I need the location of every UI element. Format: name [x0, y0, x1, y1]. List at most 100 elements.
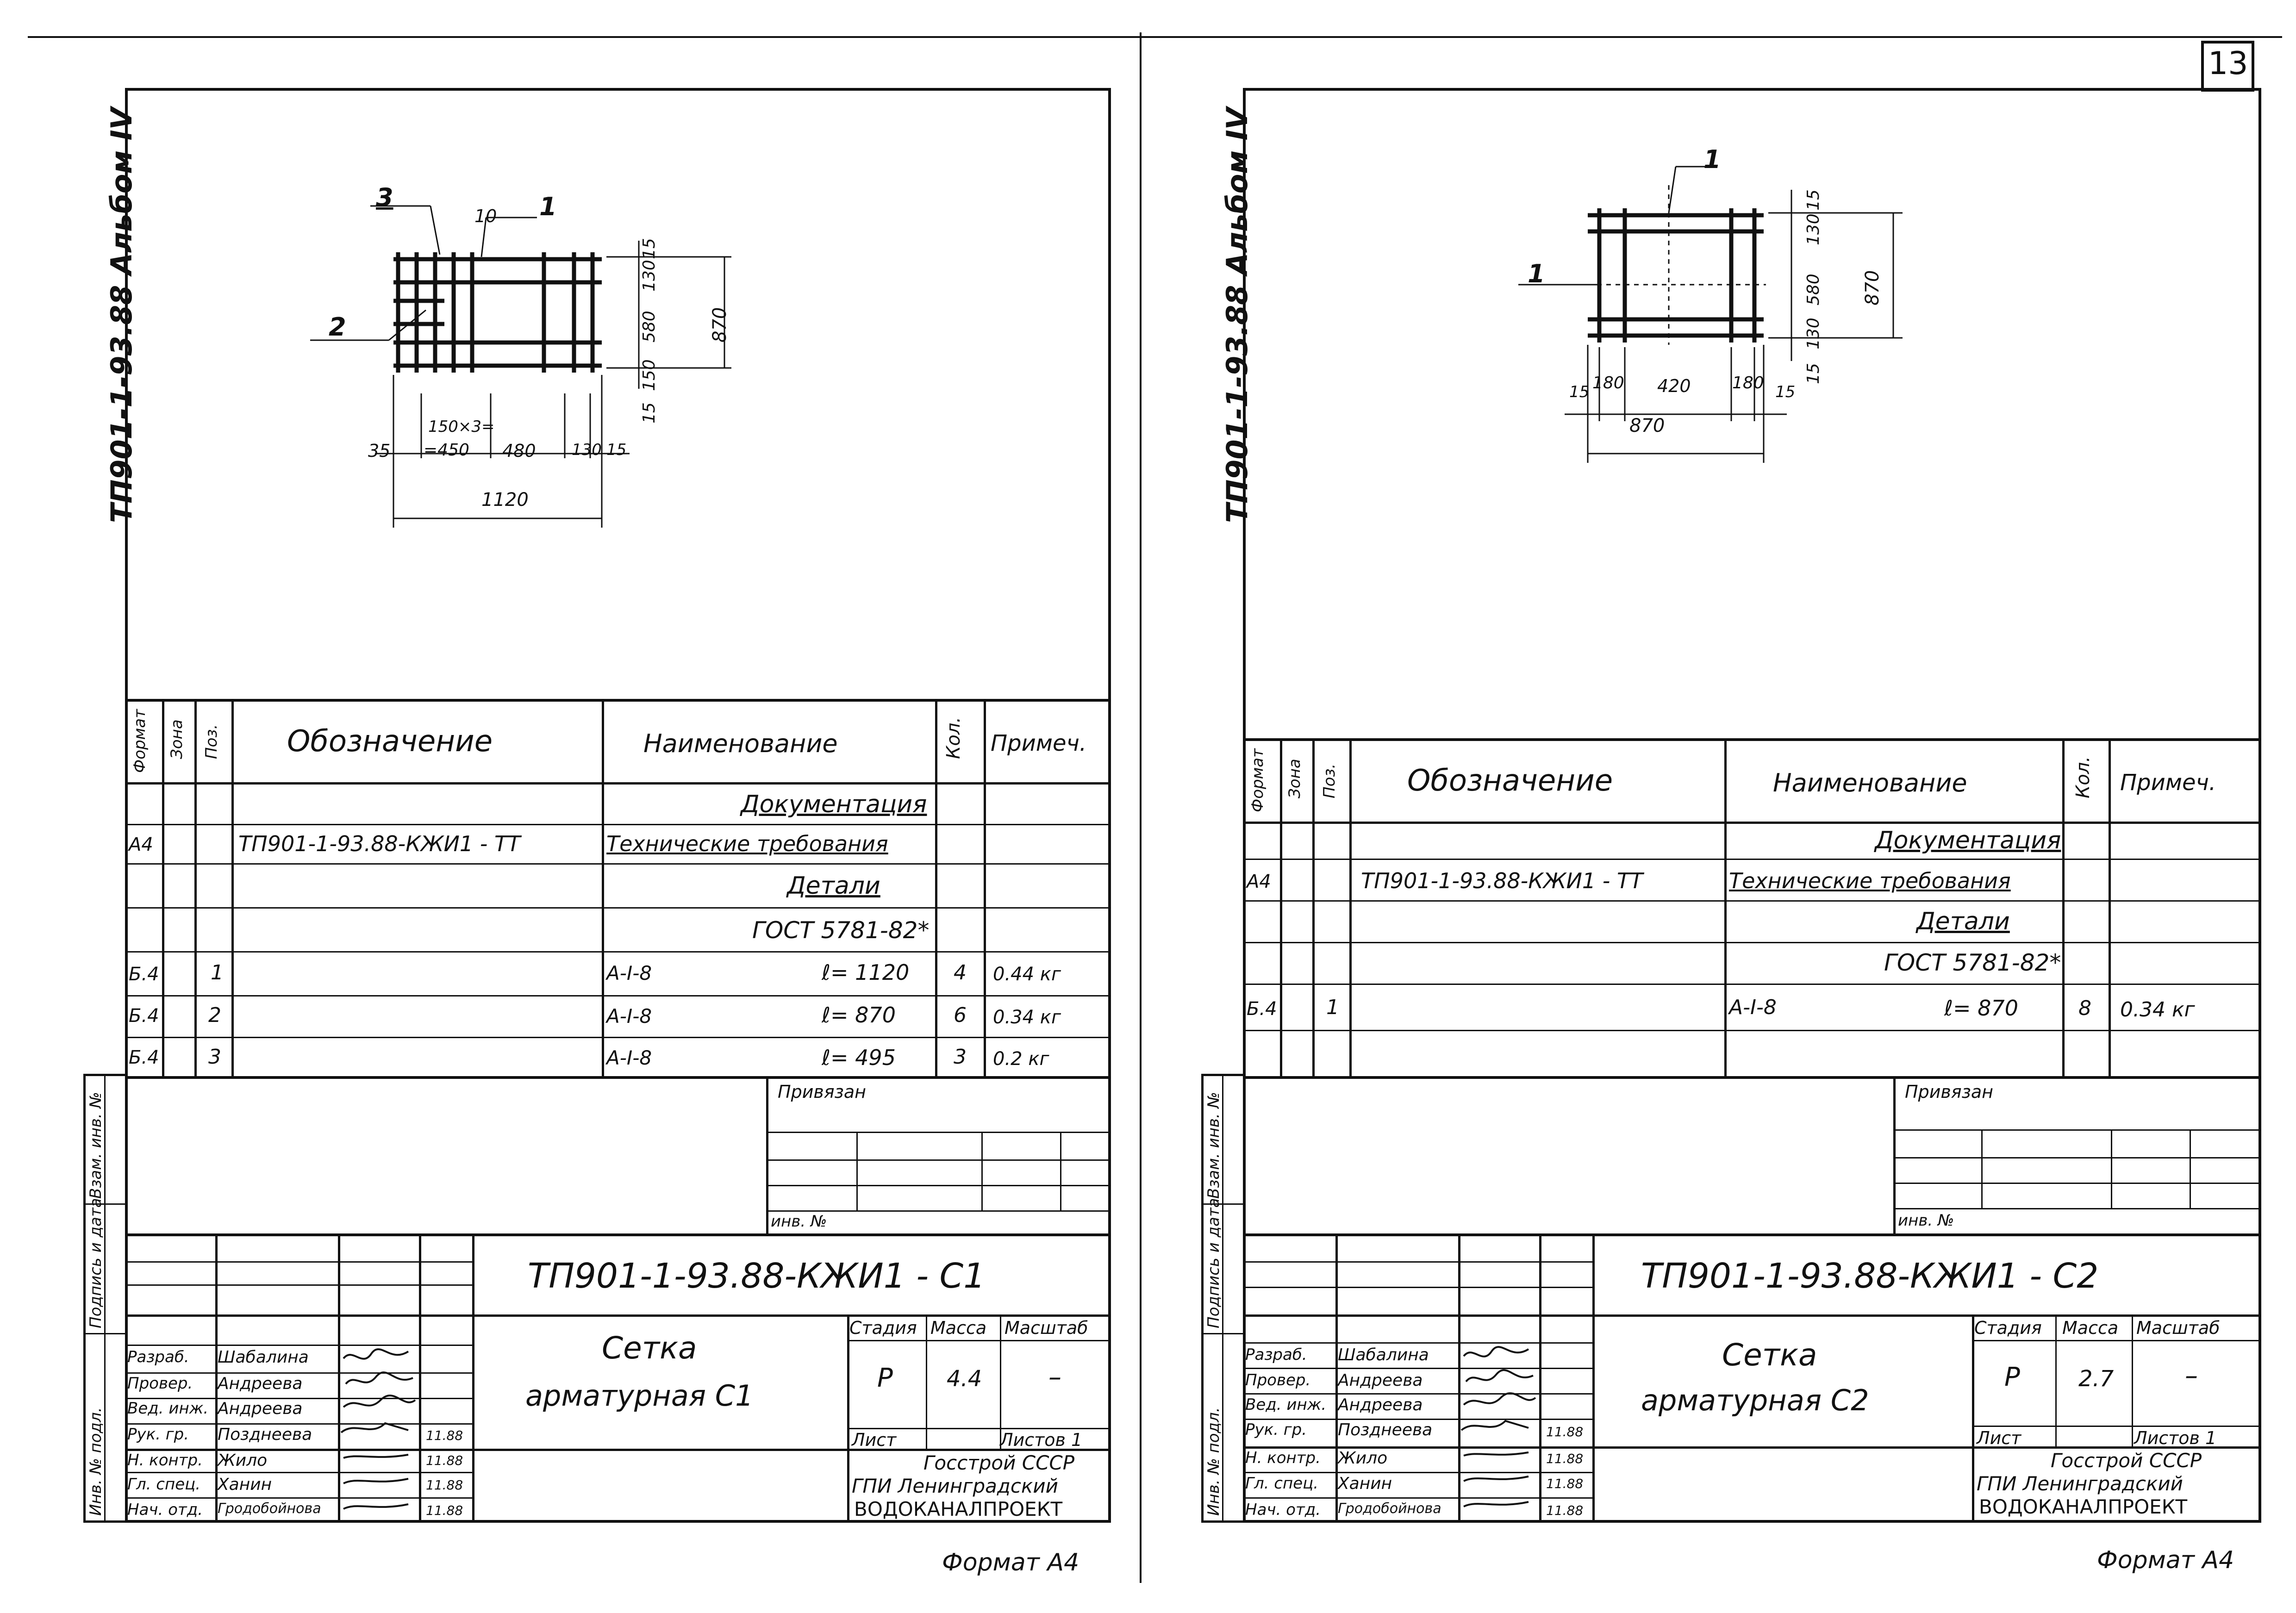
- titleblock-line: [1243, 1342, 1592, 1344]
- drawing-label: 35: [368, 441, 391, 461]
- drawing-code: ТП901-1-93.88-КЖИ1 - С2: [1641, 1256, 2099, 1296]
- titleblock-col: [2132, 1314, 2133, 1446]
- side-stamp: [1201, 1074, 1246, 1523]
- titleblock-col: [926, 1314, 927, 1449]
- titleblock-line: [847, 1428, 1111, 1429]
- spec-row-format: Б.4: [1247, 998, 1277, 1020]
- person-role: Нач. отд.: [1245, 1501, 1321, 1519]
- person-date: 11.88: [426, 1453, 463, 1468]
- drawing-name-line2: арматурная С1: [525, 1379, 754, 1413]
- titleblock-col: [1972, 1314, 1974, 1523]
- person-name: Жило: [218, 1451, 268, 1470]
- spec-col-line: [231, 699, 234, 1078]
- titleblock-top: [1243, 1233, 2261, 1236]
- person-role: Вед. инж.: [127, 1399, 209, 1418]
- privyazan-line: [1893, 1157, 2261, 1158]
- drawing-label: 130: [572, 441, 602, 459]
- org-line1: Госстрой СССР: [923, 1451, 1075, 1474]
- spec-col-line: [935, 699, 937, 1078]
- spec-row-note: 0.44 кг: [993, 964, 1061, 985]
- side-stamp-line: [104, 1074, 106, 1523]
- main-frame: [125, 88, 1111, 1523]
- privyazan-line: [1893, 1129, 2261, 1131]
- spec-col-line: [194, 699, 197, 1078]
- spec-col-line: [1312, 738, 1315, 1076]
- spec-row-qty: 6: [954, 1003, 967, 1027]
- spec-row-pos: 1: [211, 961, 224, 984]
- sheet-2: ТП901-1-93.88 Альбом IV 1: [1148, 0, 2296, 1613]
- titleblock-line: [847, 1340, 1111, 1341]
- privyazan-line: [1893, 1208, 2261, 1209]
- spec-row-qty: 4: [954, 961, 967, 984]
- spec-col-line: [1280, 738, 1282, 1076]
- privyazan-line: [1893, 1183, 2261, 1184]
- block-top-line: [125, 1076, 1111, 1079]
- stage-value: Р: [877, 1363, 893, 1393]
- spec-header-line: [1243, 822, 2261, 824]
- side-stamp-line: [1201, 1203, 1246, 1205]
- person-name: Позднеева: [1338, 1420, 1433, 1439]
- spec-header-pos: Поз.: [1320, 763, 1339, 798]
- titleblock-top: [125, 1233, 1111, 1236]
- stage-label: Стадия: [849, 1318, 917, 1338]
- spec-row-name: А-I-8: [1729, 996, 1777, 1019]
- person-role: Провер.: [1245, 1371, 1311, 1389]
- side-stamp-line: [1222, 1074, 1223, 1523]
- titleblock-line: [125, 1472, 472, 1473]
- person-role: Рук. гр.: [127, 1425, 189, 1444]
- drawing-label: 580: [1804, 274, 1823, 305]
- side-stamp-label: Взам. инв. №: [1204, 1092, 1223, 1199]
- privyazan-label: Привязан: [1905, 1082, 1993, 1102]
- spec-header-pos: Поз.: [202, 724, 221, 759]
- person-role: Провер.: [127, 1374, 193, 1393]
- drawing-label: 3: [376, 183, 393, 212]
- spec-header-qty: Кол.: [2072, 756, 2094, 798]
- privyazan-line: [981, 1132, 983, 1210]
- spec-col-line: [2109, 738, 2111, 1076]
- drawing-label: 420: [1657, 376, 1691, 396]
- titleblock-col: [1539, 1233, 1541, 1523]
- spec-row-name: Детали: [787, 872, 880, 900]
- person-name: Шабалина: [218, 1348, 309, 1367]
- titleblock-line: [125, 1372, 472, 1374]
- spec-row-line: [1243, 984, 2261, 985]
- spec-row-pos: 2: [208, 1003, 221, 1027]
- scan-top-line: [28, 36, 2282, 38]
- org-line2: ГПИ Ленинградский: [1977, 1472, 2183, 1495]
- spec-col-line: [1349, 738, 1352, 1076]
- scale-label: Масштаб: [1004, 1318, 1088, 1338]
- side-stamp-label: Подпись и дата: [87, 1198, 105, 1328]
- titleblock-line: [125, 1345, 472, 1346]
- person-role: Разраб.: [127, 1348, 189, 1366]
- drawing-label: 15: [606, 441, 627, 459]
- sheets-label: Листов 1: [2134, 1428, 2217, 1448]
- spec-row-length: ℓ= 870: [1944, 996, 2018, 1021]
- drawing-label: 130: [640, 260, 659, 292]
- rebar-mesh-drawing: [310, 205, 731, 528]
- spec-col-line: [2062, 738, 2065, 1076]
- titleblock-col: [215, 1233, 218, 1523]
- titleblock-line: [1972, 1340, 2261, 1341]
- titleblock-col: [472, 1233, 474, 1523]
- titleblock-line: [1243, 1419, 1592, 1420]
- spec-header-qty: Кол.: [943, 716, 964, 759]
- drawing-label: 870: [1629, 415, 1665, 436]
- privyazan-line: [766, 1132, 1111, 1133]
- drawing-label: 1: [1703, 145, 1721, 174]
- drawing-label: 130: [1804, 318, 1823, 349]
- privyazan-line: [1893, 1076, 1896, 1233]
- spec-col-line: [602, 699, 604, 1078]
- drawing-label: 150: [640, 359, 659, 391]
- mass-label: Масса: [930, 1318, 987, 1338]
- main-frame: [1243, 88, 2261, 1523]
- titleblock-col: [1592, 1233, 1595, 1523]
- side-stamp-label: Взам. инв. №: [87, 1092, 105, 1199]
- drawing-label: 15: [1804, 189, 1823, 211]
- spec-col-line: [1724, 738, 1727, 1076]
- sheet-1: ТП901-1-93.88 Альбом IV: [83, 88, 1111, 1575]
- drawing-label: 10: [474, 206, 497, 226]
- titleblock-line: [125, 1261, 472, 1263]
- titleblock-line: [1243, 1287, 1592, 1288]
- side-stamp-label: Инв. № подл.: [1204, 1407, 1223, 1516]
- spec-row-note: 0.34 кг: [2120, 998, 2195, 1021]
